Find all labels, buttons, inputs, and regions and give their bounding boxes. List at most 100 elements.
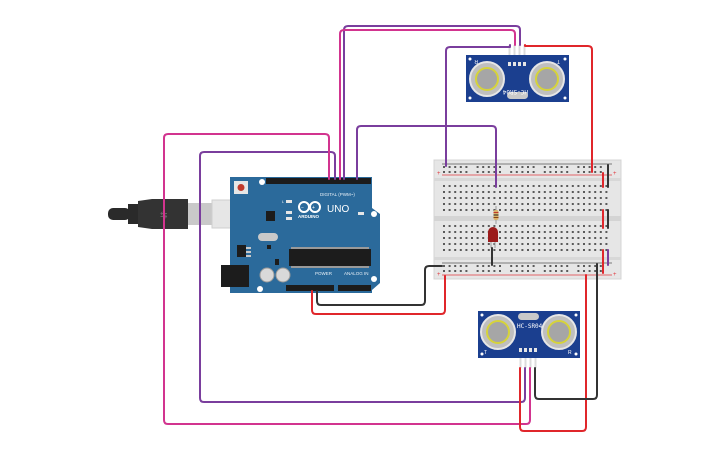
breadboard-hole[interactable] [594,203,597,205]
breadboard-hole[interactable] [527,191,529,193]
breadboard-hole[interactable] [521,265,524,267]
breadboard-hole[interactable] [443,166,445,168]
breadboard-hole[interactable] [454,203,457,205]
breadboard-hole[interactable] [521,243,524,245]
breadboard-hole[interactable] [459,265,462,267]
breadboard-hole[interactable] [515,171,518,173]
breadboard-hole[interactable] [487,249,490,251]
breadboard-hole[interactable] [599,185,602,187]
breadboard-hole[interactable] [521,197,524,199]
breadboard-hole[interactable] [583,243,585,245]
breadboard-hole[interactable] [577,203,580,205]
breadboard-hole[interactable] [493,171,496,173]
breadboard-hole[interactable] [605,185,608,187]
breadboard-hole[interactable] [510,185,513,187]
breadboard-hole[interactable] [599,249,602,251]
breadboard-hole[interactable] [594,231,597,233]
breadboard-hole[interactable] [510,231,513,233]
breadboard-hole[interactable] [532,270,535,272]
breadboard-hole[interactable] [448,185,451,187]
breadboard-hole[interactable] [465,185,468,187]
breadboard-hole[interactable] [594,270,597,272]
breadboard-hole[interactable] [549,237,552,239]
breadboard-hole[interactable] [571,249,574,251]
breadboard-hole[interactable] [532,171,535,173]
breadboard-hole[interactable] [560,191,563,193]
breadboard-hole[interactable] [499,231,501,233]
breadboard-hole[interactable] [532,197,535,199]
breadboard-hole[interactable] [560,166,563,168]
breadboard-hole[interactable] [459,237,462,239]
breadboard-hole[interactable] [532,243,535,245]
breadboard-hole[interactable] [555,171,557,173]
breadboard-hole[interactable] [454,185,457,187]
breadboard-hole[interactable] [493,249,496,251]
breadboard-hole[interactable] [515,243,518,245]
breadboard-hole[interactable] [504,203,507,205]
breadboard-hole[interactable] [555,237,557,239]
breadboard-hole[interactable] [499,197,501,199]
breadboard-hole[interactable] [543,171,546,173]
breadboard-hole[interactable] [560,209,563,211]
breadboard-hole[interactable] [527,237,529,239]
breadboard-hole[interactable] [527,231,529,233]
breadboard-hole[interactable] [493,166,496,168]
breadboard-hole[interactable] [588,225,591,227]
breadboard-hole[interactable] [504,237,507,239]
breadboard-hole[interactable] [588,265,591,267]
breadboard-hole[interactable] [605,209,608,211]
breadboard-hole[interactable] [504,185,507,187]
breadboard-hole[interactable] [555,203,557,205]
breadboard-hole[interactable] [549,185,552,187]
breadboard-hole[interactable] [493,270,496,272]
breadboard-hole[interactable] [527,203,529,205]
breadboard-hole[interactable] [538,249,541,251]
breadboard-hole[interactable] [560,197,563,199]
breadboard-hole[interactable] [599,191,602,193]
breadboard-hole[interactable] [543,191,546,193]
breadboard-hole[interactable] [566,237,569,239]
breadboard-hole[interactable] [515,231,518,233]
breadboard-hole[interactable] [515,191,518,193]
breadboard-hole[interactable] [605,203,608,205]
breadboard-hole[interactable] [487,270,490,272]
breadboard-hole[interactable] [571,203,574,205]
breadboard-hole[interactable] [588,191,591,193]
breadboard-hole[interactable] [465,209,468,211]
breadboard-hole[interactable] [465,231,468,233]
breadboard-hole[interactable] [555,225,557,227]
dc-power-jack[interactable] [221,265,249,287]
breadboard-hole[interactable] [555,270,557,272]
breadboard-hole[interactable] [487,197,490,199]
breadboard-hole[interactable] [599,197,602,199]
breadboard-hole[interactable] [504,231,507,233]
breadboard-hole[interactable] [549,270,552,272]
breadboard-hole[interactable] [527,197,529,199]
breadboard-hole[interactable] [577,237,580,239]
breadboard-hole[interactable] [443,243,445,245]
breadboard-hole[interactable] [471,185,473,187]
breadboard-hole[interactable] [549,265,552,267]
breadboard-hole[interactable] [454,171,457,173]
breadboard-hole[interactable] [527,243,529,245]
breadboard-hole[interactable] [499,191,501,193]
breadboard-hole[interactable] [476,185,479,187]
breadboard-hole[interactable] [538,185,541,187]
breadboard-hole[interactable] [504,209,507,211]
breadboard-hole[interactable] [571,185,574,187]
breadboard-hole[interactable] [515,197,518,199]
breadboard-hole[interactable] [510,225,513,227]
breadboard-hole[interactable] [493,265,496,267]
breadboard-hole[interactable] [510,249,513,251]
breadboard-hole[interactable] [577,243,580,245]
breadboard-hole[interactable] [459,166,462,168]
breadboard-hole[interactable] [476,166,479,168]
breadboard-hole[interactable] [504,191,507,193]
breadboard-hole[interactable] [493,209,496,211]
breadboard-hole[interactable] [532,191,535,193]
breadboard-hole[interactable] [571,191,574,193]
breadboard-hole[interactable] [493,225,496,227]
breadboard-hole[interactable] [482,243,485,245]
breadboard-hole[interactable] [583,191,585,193]
breadboard-hole[interactable] [471,249,473,251]
